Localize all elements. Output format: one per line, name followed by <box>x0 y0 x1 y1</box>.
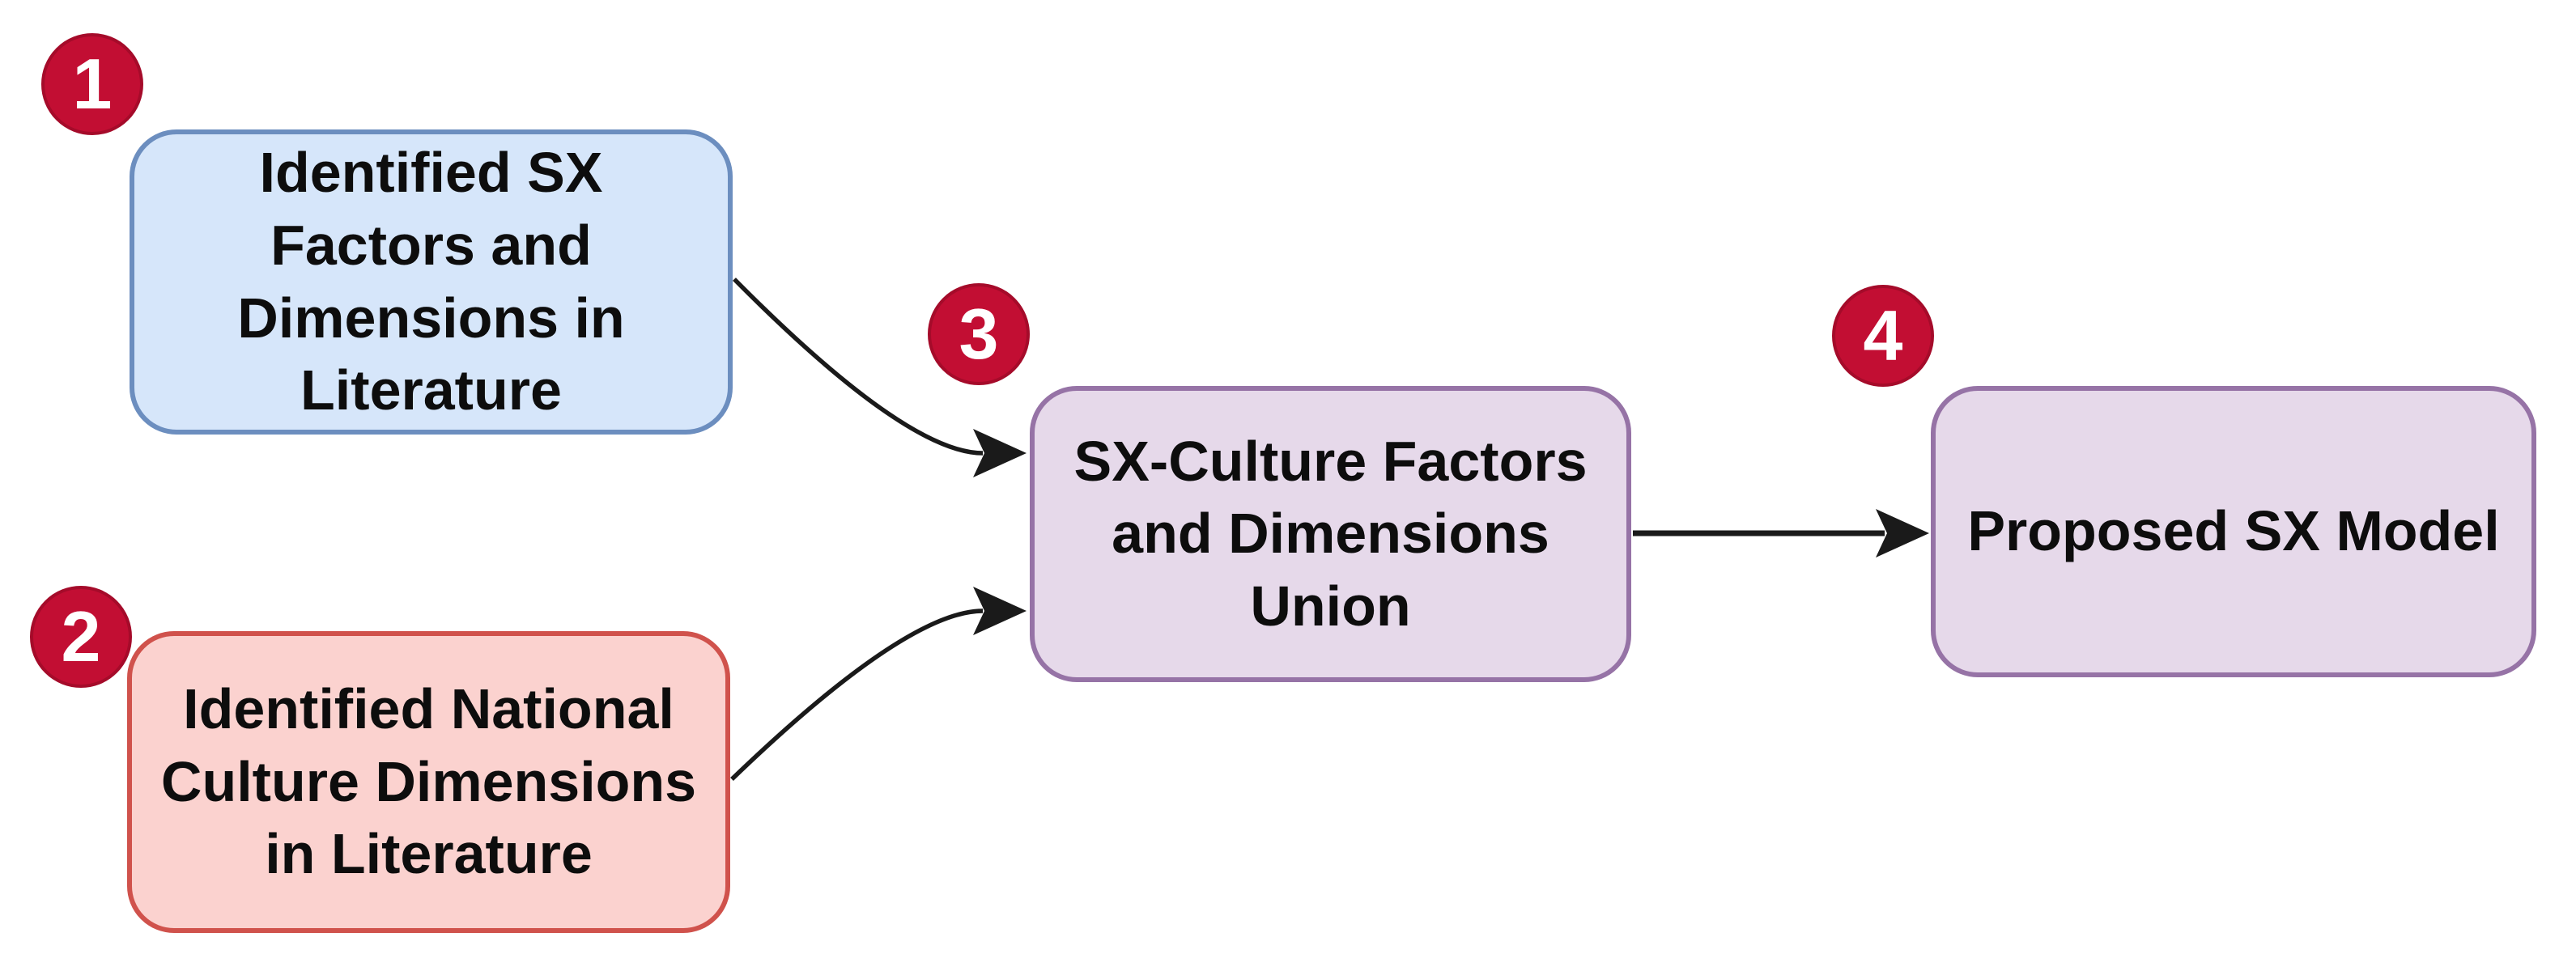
step-badge-1-number: 1 <box>72 44 113 124</box>
node-proposed-sx-model: Proposed SX Model <box>1931 386 2536 677</box>
node-identified-national-culture-dimensions: Identified National Culture Dimensions i… <box>127 631 730 933</box>
step-badge-3-number: 3 <box>959 294 999 374</box>
edge-node1-to-node3 <box>733 278 1027 477</box>
node-identified-sx-factors: Identified SX Factors and Dimensions in … <box>130 129 733 435</box>
node-proposed-sx-model-label: Proposed SX Model <box>1967 499 2500 563</box>
node-sx-culture-union-label: SX-Culture Factors and Dimensions Union <box>1073 429 1588 638</box>
edge-node2-to-node3 <box>730 587 1027 781</box>
node-sx-culture-union: SX-Culture Factors and Dimensions Union <box>1030 386 1631 682</box>
step-badge-4-number: 4 <box>1863 295 1903 375</box>
node-identified-sx-factors-label: Identified SX Factors and Dimensions in … <box>237 141 625 422</box>
step-badge-1: 1 <box>41 33 143 135</box>
step-badge-2: 2 <box>30 586 132 688</box>
step-badge-4: 4 <box>1832 285 1934 387</box>
edge-node3-to-node4 <box>1633 509 1929 558</box>
step-badge-3: 3 <box>928 283 1030 385</box>
step-badge-2-number: 2 <box>61 596 101 676</box>
node-identified-national-culture-dimensions-label: Identified National Culture Dimensions i… <box>160 677 697 886</box>
